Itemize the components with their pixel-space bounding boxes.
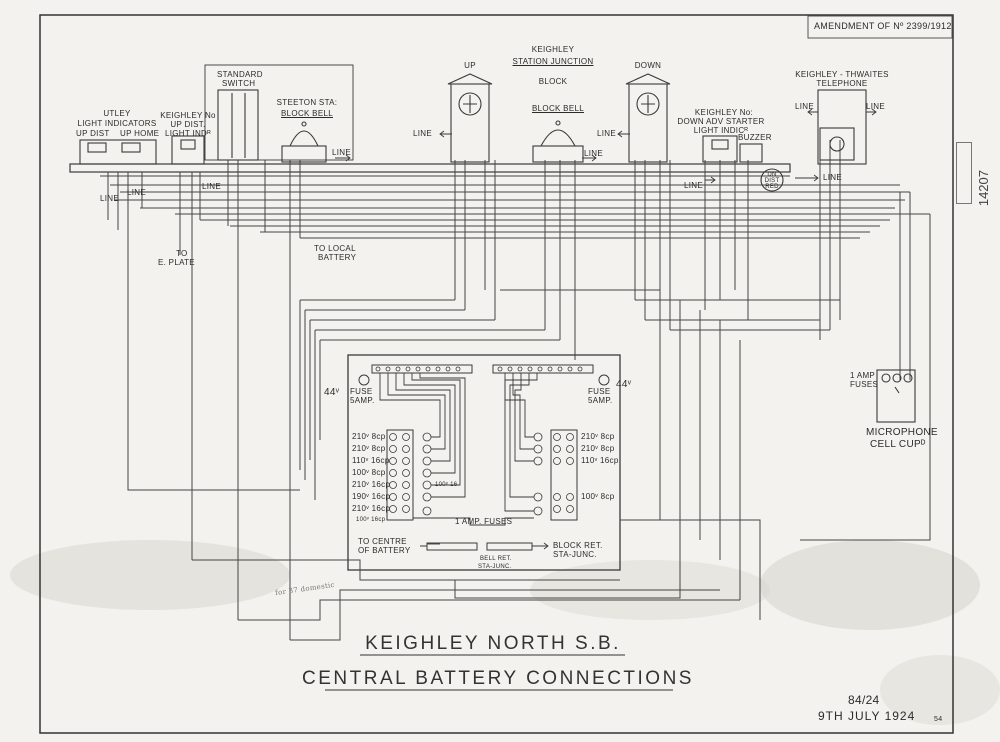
keighley-down-sub1: DOWN ADV STARTER [677, 117, 765, 126]
sheet-border [39, 14, 954, 734]
amendment-box [807, 15, 953, 39]
drawing-subtitle: CENTRAL BATTERY CONNECTIONS [302, 668, 694, 689]
line-label-dist: LINE [823, 173, 842, 182]
title-underlines [325, 654, 673, 691]
dist-red-2: DIST [764, 178, 780, 184]
line-label-down: LINE [597, 129, 616, 138]
local-battery-1: TO LOCAL [314, 244, 356, 253]
lamp-left-7: 210ᵛ 16cp [352, 504, 391, 513]
lamp-left-4: 100ᵛ 8cp [352, 468, 386, 477]
standard-switch-2: SWITCH [222, 79, 256, 88]
line-label-utley-2: LINE [127, 188, 146, 197]
to-eplate-1: TO [176, 249, 188, 258]
utley-up-dist: UP DIST [76, 129, 110, 138]
block-title-1: KEIGHLEY [531, 45, 575, 54]
line-label-keighley-up: LINE [202, 182, 221, 191]
mic-fuses-1: 1 AMP [850, 371, 876, 380]
lamp-left-3: 110ᵛ 16cp [352, 456, 390, 465]
lamp-left-5: 210ᵛ 16cp [352, 480, 391, 489]
battery-board [347, 354, 621, 571]
archive-stamp [956, 142, 972, 204]
battery-harness [299, 289, 840, 600]
bell-ret-2: STA-JUNC. [478, 564, 512, 570]
instrument-boxes [79, 64, 916, 423]
telephone-title-1: KEIGHLEY - THWAITES [795, 70, 889, 79]
centre-battery-1: TO CENTRE [358, 537, 407, 546]
up-label: UP [464, 61, 476, 70]
bell-ret-1: BELL RET. [480, 556, 512, 562]
lamp-mid: 100ᵛ 16 [435, 482, 458, 488]
lamp-left-2: 210ᵛ 8cp [352, 444, 386, 453]
lamp-left-6: 190ᵛ 16cp [352, 492, 391, 501]
line-arrows [335, 108, 877, 550]
battery-voltage-left: 44ᵛ [324, 387, 340, 398]
amp-fuses-label: 1 AMP. FUSES [455, 517, 513, 526]
line-label-up: LINE [413, 129, 432, 138]
keighley-up-title: KEIGHLEY No [160, 111, 216, 120]
return-wires [192, 350, 931, 641]
fuse-right-2: 5AMP. [588, 396, 613, 405]
fuse-right-1: FUSE [588, 387, 611, 396]
to-eplate-2: E. PLATE [158, 258, 195, 267]
dist-red-1: DN [767, 172, 777, 178]
lamp-right-3: 110ᵛ 16cp [581, 456, 619, 465]
drawing-number: 84/24 [848, 693, 880, 707]
battery-voltage-right: 44ᵛ [616, 379, 632, 390]
block-ret-1: BLOCK RET. [553, 541, 603, 550]
line-label-utley-1: LINE [100, 194, 119, 203]
keighley-up-sub1: UP DIST. [170, 120, 206, 129]
steeton-title: STEETON STA: [276, 98, 338, 107]
vertical-drops [107, 140, 931, 640]
amendment-label: AMENDMENT OF Nº 2399/1912 [814, 21, 952, 31]
lamp-right-1: 210ᵛ 8cp [581, 432, 615, 441]
instrument-shelf [69, 163, 791, 173]
dist-red-3: RED [765, 184, 779, 190]
mic-fuses-2: FUSES [850, 380, 879, 389]
mic-label-2: CELL CUPᴰ [870, 439, 926, 450]
line-label-steeton: LINE [332, 148, 351, 157]
lamp-right-2: 210ᵛ 8cp [581, 444, 615, 453]
fuse-left-2: 5AMP. [350, 396, 375, 405]
block-title-2: STATION JUNCTION [512, 57, 594, 66]
line-label-tel-left: LINE [795, 102, 814, 111]
block-ret-2: STA-JUNC. [553, 550, 597, 559]
lamp-left-1: 210ᵛ 8cp [352, 432, 386, 441]
steeton-bell: BLOCK BELL [281, 109, 333, 118]
keighley-down-sub2: LIGHT INDICᴿ [693, 126, 749, 135]
utley-title: UTLEY [103, 109, 131, 118]
keighley-down-title: KEIGHLEY No: [694, 108, 754, 117]
paper-stains [10, 540, 1000, 725]
side-reference: 14207 [976, 170, 991, 207]
centre-battery-2: OF BATTERY [358, 546, 411, 555]
telephone-title-2: TELEPHONE [816, 79, 868, 88]
line-label-tel-right: LINE [866, 102, 885, 111]
lamp-right-4: 100ᵛ 8cp [581, 492, 615, 501]
line-label-keighley-down: LINE [684, 181, 703, 190]
block-bell-label: BLOCK BELL [532, 104, 584, 113]
line-label-bell: LINE [584, 149, 603, 158]
block-title-3: BLOCK [538, 77, 568, 86]
lamp-left-8: 100ᵛ 16cp [356, 517, 386, 523]
standard-switch-1: STANDARD [217, 70, 263, 79]
mic-label-1: MICROPHONE [866, 427, 938, 438]
down-label: DOWN [634, 61, 662, 70]
utley-up-home: UP HOME [120, 129, 160, 138]
fuse-left-1: FUSE [350, 387, 373, 396]
drawing-title: KEIGHLEY NORTH S.B. [365, 633, 621, 654]
keighley-up-sub2: LIGHT INDᴿ [164, 129, 212, 138]
buzzer-label: BUZZER [738, 133, 772, 142]
local-battery-2: BATTERY [318, 253, 357, 262]
drawing-date: 9TH JULY 1924 [818, 709, 916, 723]
utley-subtitle: LIGHT INDICATORS [77, 119, 157, 128]
trunk-wires [100, 175, 930, 239]
corner-mark: 54 [934, 716, 943, 723]
